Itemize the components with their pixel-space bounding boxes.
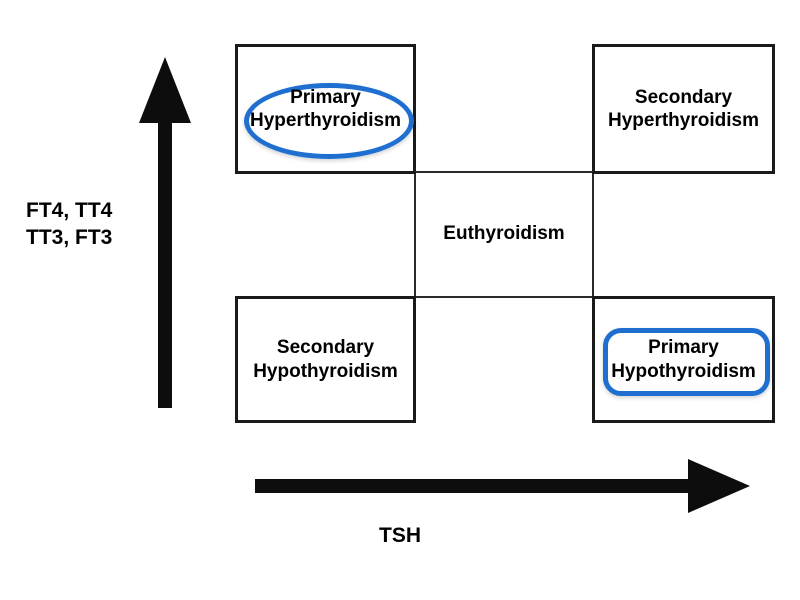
quadrant-bottom-left[interactable]: Secondary Hypothyroidism: [235, 296, 416, 423]
highlight-ellipse-primary-hyperthyroidism: [244, 83, 414, 159]
gridline-vertical-right: [592, 44, 594, 423]
quadrant-top-right[interactable]: Secondary Hyperthyroidism: [592, 44, 775, 174]
gridline-horizontal-bottom: [235, 296, 775, 298]
center-cell-euthyroidism[interactable]: Euthyroidism: [416, 171, 592, 296]
x-axis-label: TSH: [379, 524, 421, 547]
quadrant-top-right-label: Secondary Hyperthyroidism: [608, 86, 759, 131]
x-axis-arrow-right: [255, 459, 750, 513]
quadrant-bottom-left-label: Secondary Hypothyroidism: [253, 337, 398, 382]
quadrant-top-left[interactable]: Primary Hyperthyroidism: [235, 44, 416, 174]
y-axis-label: FT4, TT4 TT3, FT3: [26, 199, 113, 249]
gridline-horizontal-top: [235, 171, 775, 173]
highlight-rounded-rectangle-primary-hypothyroidism: [603, 328, 770, 396]
center-label: Euthyroidism: [443, 222, 565, 244]
gridline-vertical-left: [414, 44, 416, 423]
quadrant-top-left-label: Primary Hyperthyroidism: [250, 86, 401, 131]
quadrant-bottom-right-label: Primary Hypothyroidism: [611, 337, 756, 382]
quadrant-matrix: Primary Hyperthyroidism Secondary Hypert…: [235, 44, 775, 423]
quadrant-bottom-right[interactable]: Primary Hypothyroidism: [592, 296, 775, 423]
